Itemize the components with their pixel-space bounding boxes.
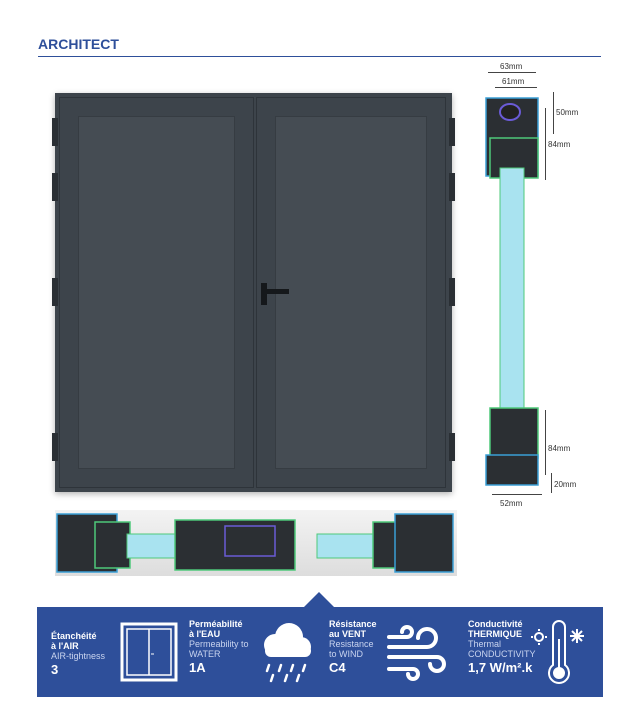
feature-wind: Résistance au VENT Resistance to WIND C4	[329, 619, 377, 675]
dim-50: 50mm	[556, 108, 579, 117]
feature-subtitle: CONDUCTIVITY	[468, 649, 536, 659]
dim-84-bottom: 84mm	[548, 444, 571, 453]
feature-value: C4	[329, 660, 346, 675]
feature-title: à l'EAU	[189, 629, 221, 639]
feature-value: 3	[51, 662, 59, 677]
feature-value: 1,7 W/m².k	[468, 660, 533, 675]
feature-title: THERMIQUE	[468, 629, 522, 639]
title-divider	[38, 56, 601, 57]
rain-cloud-icon	[264, 623, 311, 683]
feature-water: Perméabilité à l'EAU Permeability to WAT…	[189, 619, 249, 675]
feature-title: à l'AIR	[51, 641, 79, 651]
feature-air: Étanchéité à l'AIR AIR-tightness 3	[51, 631, 106, 677]
page-title: ARCHITECT	[38, 36, 119, 52]
vertical-section-profile	[485, 97, 539, 486]
dim-20: 20mm	[554, 480, 577, 489]
dim-63: 63mm	[500, 62, 523, 71]
thermometer-icon	[531, 620, 584, 684]
feature-thermal: Conductivité THERMIQUE Thermal CONDUCTIV…	[468, 619, 536, 675]
dim-84-top: 84mm	[548, 140, 571, 149]
feature-subtitle: Permeability to	[189, 639, 249, 649]
banner-notch	[303, 592, 335, 608]
double-door-image	[52, 93, 455, 492]
feature-subtitle: Resistance	[329, 639, 374, 649]
feature-subtitle: WATER	[189, 649, 221, 659]
dim-61: 61mm	[502, 77, 525, 86]
feature-title: Résistance	[329, 619, 377, 629]
feature-value: 1A	[189, 660, 206, 675]
feature-title: Étanchéité	[51, 631, 97, 641]
door-leaf-left	[59, 97, 254, 488]
door-handle	[261, 283, 267, 305]
feature-subtitle: AIR-tightness	[51, 651, 106, 661]
wind-icon	[387, 625, 446, 681]
feature-title: au VENT	[329, 629, 367, 639]
feature-subtitle: Thermal	[468, 639, 502, 649]
feature-subtitle: to WIND	[329, 649, 364, 659]
performance-banner: Étanchéité à l'AIR AIR-tightness 3 Permé…	[37, 607, 603, 697]
window-icon	[120, 622, 178, 682]
dim-52: 52mm	[500, 499, 523, 508]
feature-title: Perméabilité	[189, 619, 243, 629]
feature-title: Conductivité	[468, 619, 523, 629]
horizontal-section-profile	[55, 510, 457, 576]
